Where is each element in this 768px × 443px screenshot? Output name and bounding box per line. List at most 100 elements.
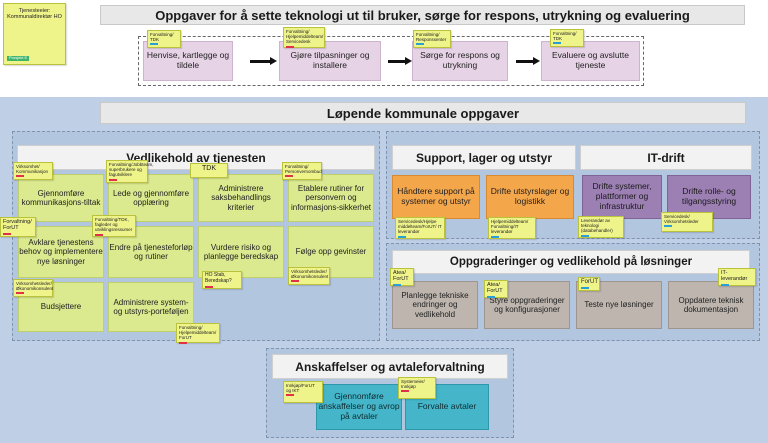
maint-box-7: Vurdere risiko og planlegge beredskap (198, 226, 284, 278)
maint-sticky-4: Forvaltning/ Personvernombud (282, 162, 322, 180)
box-label: Drifte utstyrslager og logistikk (490, 186, 570, 206)
sticky-text: IT-leverandør (721, 270, 748, 283)
maint-sticky-5: Forvaltning/ ForUT (0, 217, 36, 237)
support-sticky-2: Hjelpemiddelteam/ Forvaltning/IT leveran… (488, 217, 536, 239)
maint-sticky-2: Forvaltning/Jobbteam, superbrukere og fa… (106, 160, 154, 183)
box-label: Endre på tjenesteforløp og rutiner (109, 242, 193, 261)
flow-step-label: Evaluere og avslutte tjeneste (551, 50, 630, 70)
sticky-step-3: Forvaltning/ Responssenter (413, 30, 451, 48)
support-header: Support, lager og utstyr (392, 145, 576, 170)
flow-step-label: Henvise, kartlegge og tildele (146, 50, 230, 70)
owner-note-text: Tjenesteeier: Kommunaldirektør HO (7, 8, 62, 21)
maintenance-title: Vedlikehold av tjenesten (126, 150, 266, 165)
ongoing-title-bar: Løpende kommunale oppgaver (100, 102, 746, 124)
upgrade-sticky-1: Atea/ ForUT (390, 268, 414, 286)
upgrade-sticky-3: ForUT (578, 277, 600, 291)
upgrade-sticky-4: IT-leverandør (718, 268, 756, 286)
box-label: Styre oppgraderinger og konfigurasjoner (489, 295, 565, 314)
top-title-bar: Oppgaver for å sette teknologi ut til br… (100, 5, 745, 25)
sticky-text: Forvaltning/ ForUT (3, 219, 32, 232)
upgrade-box-4: Oppdatere teknisk dokumentasjon (668, 281, 754, 329)
sticky-step-2: Forvaltning/ Hjelpemiddelteam/ Servicede… (283, 27, 325, 48)
box-label: Administrere saksbehandlings kriterier (211, 184, 271, 212)
sticky-text: Systemeier/ Innkjøp (401, 379, 425, 390)
maint-box-8: Følge opp gevinster (288, 226, 374, 278)
flow-step-1: Henvise, kartlegge og tildele (143, 41, 233, 81)
sticky-text: Forvaltning/ Hjelpemiddelteam/ Servicede… (286, 29, 324, 45)
sticky-text: Innkjøp/ForUT og IKT (286, 383, 315, 394)
box-label: Administrere system- og utstyrs-porteføl… (113, 297, 189, 316)
sticky-step-1: Forvaltning/ TDK (147, 30, 181, 48)
box-label: Gjennomføre anskaffelser og avrop på avt… (318, 391, 400, 421)
box-label: Avklare tjenestens behov og implementere… (19, 238, 103, 266)
sticky-text: Leverandør av teknologi (databehandler) (581, 218, 613, 234)
sticky-text: Virksomhetsleder/ Økonomikonsulent (16, 281, 54, 292)
flow-step-4: Evaluere og avslutte tjeneste (541, 41, 640, 81)
upgrades-header: Oppgraderinger og vedlikehold på løsning… (392, 250, 750, 274)
maint-box-1: Gjennomføre kommunikasjons-tiltak (18, 174, 104, 222)
sticky-text: Atea/ ForUT (487, 282, 503, 295)
sticky-text: Servicedesk/Hjelpe middelteam/ForUT/ IT … (398, 219, 442, 235)
sticky-text: Atea/ ForUT (393, 270, 409, 283)
sticky-text: TDK (202, 165, 216, 172)
maint-box-10: Administrere system- og utstyrs-porteføl… (108, 282, 194, 332)
sticky-text: Forvaltning/Jobbteam, superbrukere og fa… (109, 162, 154, 178)
itdrift-box-2: Drifte rolle- og tilgangsstyring (667, 175, 751, 219)
maint-sticky-8: Virksomhetsleder/ Økonomikonsulent (288, 267, 330, 285)
sticky-text: Virksomhet/ Kommunikasjon (16, 164, 49, 175)
box-label: Lede og gjennomføre opplæring (112, 188, 190, 207)
box-label: Budsjettere (40, 302, 82, 312)
maint-box-3: Administrere saksbehandlings kriterier (198, 174, 284, 222)
support-title: Support, lager og utstyr (415, 150, 552, 165)
upgrades-title: Oppgraderinger og vedlikehold på løsning… (449, 256, 693, 268)
box-label: Oppdatere teknisk dokumentasjon (678, 295, 744, 314)
maint-sticky-1: Virksomhet/ Kommunikasjon (13, 162, 53, 180)
procurement-sticky-1: Innkjøp/ForUT og IKT (283, 381, 323, 403)
sticky-text: Virksomhetsleder/ Økonomikonsulent (291, 269, 329, 280)
upgrade-box-1: Planlegge tekniske endringer og vedlikeh… (392, 281, 478, 329)
procurement-box-2: Forvalte avtaler (405, 384, 489, 430)
maint-sticky-10: Forvaltning/ Hjelpemiddelteam/ ForUT (176, 323, 220, 344)
flow-arrow-2 (388, 57, 412, 65)
box-label: Etablere rutiner for personvern og infor… (290, 184, 372, 212)
box-label: Følge opp gevinster (295, 247, 367, 257)
upgrade-sticky-2: Atea/ ForUT (484, 280, 508, 298)
box-label: Planlegge tekniske endringer og vedlikeh… (401, 291, 469, 319)
itdrift-title: IT-drift (647, 150, 685, 165)
support-sticky-1: Servicedesk/Hjelpe middelteam/ForUT/ IT … (395, 217, 445, 239)
flow-frame (138, 36, 644, 86)
flow-arrow-1 (250, 57, 277, 65)
sticky-text: Forvaltning/TDK, fagleder og utviklingsr… (95, 217, 133, 233)
support-box-2: Drifte utstyrslager og logistikk (486, 175, 574, 219)
owner-note-tag: Prosjekt E (7, 55, 30, 61)
itdrift-box-1: Drifte systemer, plattformer og infrastr… (582, 175, 662, 219)
box-label: Drifte rolle- og tilgangsstyring (681, 186, 737, 206)
sticky-text: Forvaltning/ Hjelpemiddelteam/ ForUT (179, 325, 217, 341)
itdrift-header: IT-drift (580, 145, 752, 170)
sticky-text: Forvaltning/ TDK (150, 32, 174, 43)
sticky-text: Servicedesk/ Virksomhetsleder (664, 214, 699, 225)
sticky-text: Forvaltning/ Personvernombud (285, 164, 322, 175)
flow-arrow-3 (516, 57, 540, 65)
itdrift-sticky-2: Servicedesk/ Virksomhetsleder (661, 212, 713, 232)
sticky-text: Forvaltning/ TDK (553, 31, 577, 42)
sticky-text: Hjelpemiddelteam/ Forvaltning/IT leveran… (491, 219, 529, 235)
procurement-header: Anskaffelser og avtaleforvaltning (272, 354, 508, 379)
sticky-step-4: Forvaltning/ TDK (550, 29, 584, 47)
sticky-text: Forvaltning/ Responssenter (416, 32, 447, 43)
maint-sticky-9: Virksomhetsleder/ Økonomikonsulent (13, 279, 53, 297)
box-label: Vurdere risiko og planlegge beredskap (203, 242, 279, 261)
maint-sticky-7: HO Stab, Beredskap? (202, 271, 242, 289)
maint-sticky-6: Forvaltning/TDK, fagleder og utviklingsr… (92, 215, 136, 237)
support-box-1: Håndtere support på systemer og utstyr (392, 175, 480, 219)
box-label: Håndtere support på systemer og utstyr (397, 186, 475, 206)
procurement-sticky-2: Systemeier/ Innkjøp (398, 377, 436, 399)
flow-step-label: Gjøre tilpasninger og installere (290, 50, 370, 70)
maint-sticky-3: TDK (190, 163, 228, 178)
flow-step-label: Sørge for respons og utrykning (420, 50, 500, 70)
ongoing-title: Løpende kommunale oppgaver (326, 106, 520, 121)
sticky-text: HO Stab, Beredskap? (205, 272, 232, 284)
box-label: Drifte systemer, plattformer og infrastr… (592, 181, 652, 211)
itdrift-sticky-1: Leverandør av teknologi (databehandler) (578, 216, 624, 238)
top-title: Oppgaver for å sette teknologi ut til br… (155, 8, 690, 23)
